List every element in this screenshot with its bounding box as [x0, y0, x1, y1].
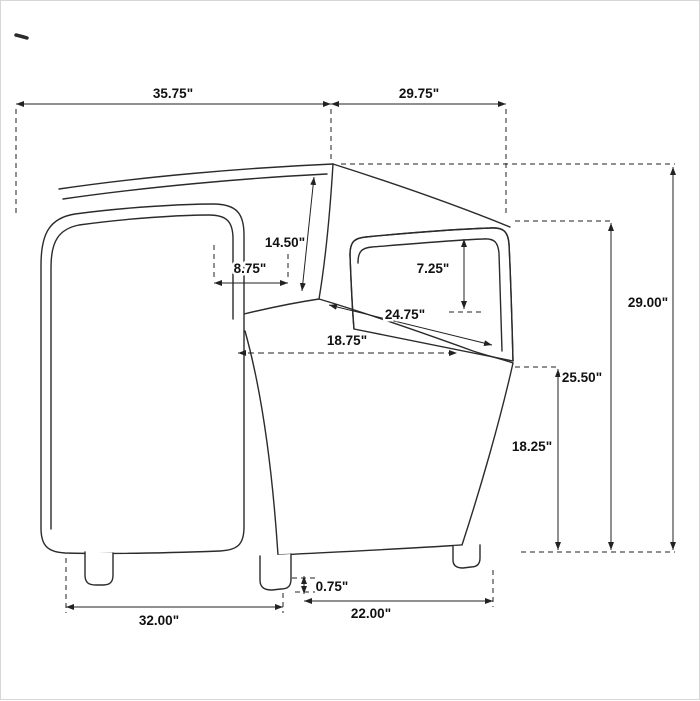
dim-label-base-width: 32.00" — [139, 613, 179, 628]
base-bottom-edge — [277, 544, 463, 556]
back-cushion-edge — [318, 163, 334, 300]
seat-back-seam — [243, 298, 320, 315]
dim-label-overall-width: 35.75" — [153, 86, 193, 101]
dim-label-seat-depth: 24.75" — [385, 307, 425, 322]
backrest-top-edge — [58, 163, 334, 190]
stray-corner-mark — [14, 33, 29, 40]
left-arm-inner-line — [50, 214, 234, 530]
dim-label-leg-height: 0.75" — [316, 579, 349, 594]
base-right-edge — [461, 362, 514, 546]
dim-label-arm-top-width: 8.75" — [234, 261, 267, 276]
left-arm-panel — [40, 203, 245, 555]
dim-label-base-depth: 22.00" — [351, 606, 391, 621]
foot-middle — [259, 553, 292, 591]
dimension-labels: 35.75" 29.75" 14.50" 8.75" 7.25" 24.75" … — [136, 84, 670, 631]
foot-right — [452, 544, 481, 569]
dim-label-overall-depth: 29.75" — [399, 86, 439, 101]
dim-line-back-cushion — [299, 176, 317, 292]
foot-left — [84, 551, 114, 586]
base-front-corner-edge — [244, 330, 279, 556]
backrest-receding-edge — [332, 163, 511, 228]
dim-label-overall-height: 29.00" — [628, 295, 668, 310]
dim-line-seat-depth — [328, 303, 493, 347]
right-arm-outline — [349, 227, 514, 362]
right-arm-panel — [349, 227, 514, 362]
dim-label-arm-floor-height: 18.25" — [512, 439, 552, 454]
armchair-drawing — [40, 163, 514, 591]
dim-label-back-height: 25.50" — [562, 370, 602, 385]
backrest-top-inner-edge — [62, 173, 328, 200]
right-arm-inner-line — [357, 238, 503, 352]
dim-label-seat-width: 18.75" — [327, 333, 367, 348]
dimension-lines — [16, 101, 676, 610]
dim-label-arm-above-seat: 7.25" — [417, 261, 450, 276]
dim-label-back-cushion: 14.50" — [265, 235, 305, 250]
